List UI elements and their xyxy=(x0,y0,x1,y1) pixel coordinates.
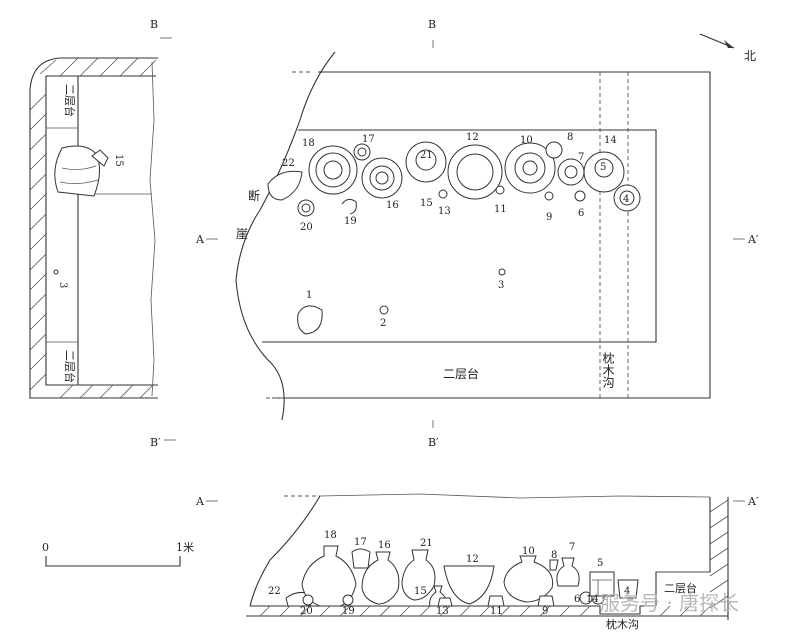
plan-label-6: 6 xyxy=(578,208,584,219)
a-label-22: 22 xyxy=(268,586,281,597)
plan-label-17: 17 xyxy=(362,134,375,145)
north-label: 北 xyxy=(744,49,756,63)
section-mark-a-prime-section: A′ xyxy=(747,495,759,508)
a-label-17: 17 xyxy=(354,537,367,548)
north-arrow-icon xyxy=(699,33,735,49)
ledge-label: 二层台 xyxy=(443,366,479,381)
a-label-11: 11 xyxy=(490,606,503,617)
b-section: B B′ 二层台 二层台 15 3 xyxy=(29,18,176,449)
b-item-15-label: 15 xyxy=(113,154,124,167)
a-label-13: 13 xyxy=(436,606,449,617)
plan-objects xyxy=(267,141,641,335)
plan-label-7: 7 xyxy=(578,152,584,163)
trench-label: 枕木沟 xyxy=(601,348,626,392)
cliff-label-2: 崖 xyxy=(236,227,248,241)
b-section-hatching xyxy=(29,57,157,399)
plan-label-9: 9 xyxy=(546,212,552,223)
plan-label-10: 10 xyxy=(520,135,533,146)
section-mark-b-center: B xyxy=(428,18,436,31)
plan-label-5: 5 xyxy=(600,162,606,173)
cliff-line xyxy=(235,51,336,421)
plan-label-21: 21 xyxy=(420,150,433,161)
plan-label-3: 3 xyxy=(498,280,504,291)
plan-label-19: 19 xyxy=(344,216,357,227)
plan-label-22: 22 xyxy=(282,158,295,169)
plan-view: B B′ A A′ 北 断 崖 二层台 枕木沟 xyxy=(195,18,759,449)
a-ledge-label: 二层台 xyxy=(664,581,697,595)
plan-label-14: 14 xyxy=(604,135,617,146)
b-ledge-top-label: 二层台 xyxy=(63,84,77,117)
section-mark-a-plan: A xyxy=(195,233,205,246)
a-trench-label: 枕木沟 xyxy=(606,617,639,631)
plan-label-20: 20 xyxy=(300,222,313,233)
plan-label-8: 8 xyxy=(567,132,573,143)
a-section: A A′ 二层台 枕木沟 xyxy=(195,493,759,631)
pit-outline xyxy=(272,71,711,399)
watermark: 服务号 · 唐探长 xyxy=(600,591,739,615)
a-section-pots xyxy=(285,545,639,607)
b-section-wall xyxy=(29,57,158,399)
plan-label-1: 1 xyxy=(306,290,312,301)
scale-end: 1米 xyxy=(176,541,194,554)
plan-label-4: 4 xyxy=(623,194,629,205)
a-label-6: 6 xyxy=(574,594,580,605)
a-label-4: 4 xyxy=(624,586,630,597)
a-label-10: 10 xyxy=(522,546,535,557)
section-mark-b-left: B xyxy=(150,18,158,31)
a-label-14: 14 xyxy=(586,594,599,605)
section-mark-a-prime-plan: A′ xyxy=(747,233,759,246)
plan-label-12: 12 xyxy=(466,132,479,143)
section-mark-a-section: A xyxy=(195,495,205,508)
b-item-3-label: 3 xyxy=(57,282,68,288)
a-label-12: 12 xyxy=(466,554,479,565)
scale-bar: 0 1米 xyxy=(42,541,194,567)
a-label-16: 16 xyxy=(378,540,391,551)
cliff-label-1: 断 xyxy=(248,188,260,203)
a-label-5: 5 xyxy=(597,558,603,569)
b-ledge-bottom-label: 二层台 xyxy=(63,350,77,383)
a-label-9: 9 xyxy=(542,606,548,617)
a-label-8: 8 xyxy=(551,550,557,561)
scale-start: 0 xyxy=(42,541,49,554)
plan-label-15: 15 xyxy=(420,198,433,209)
plan-label-11: 11 xyxy=(494,204,507,215)
chamber-outline xyxy=(262,129,657,343)
a-label-21: 21 xyxy=(420,538,433,549)
plan-label-18: 18 xyxy=(302,138,315,149)
section-mark-b-prime-left: B′ xyxy=(150,436,161,449)
a-floor-hatching xyxy=(259,605,711,617)
a-label-20: 20 xyxy=(300,606,313,617)
plan-label-2: 2 xyxy=(380,318,386,329)
plan-label-16: 16 xyxy=(386,200,399,211)
a-label-7: 7 xyxy=(569,542,575,553)
a-section-numbers: 18 17 16 21 12 10 8 7 5 22 20 19 15 13 1… xyxy=(268,530,630,617)
b-pot-15 xyxy=(54,145,109,197)
plan-label-13: 13 xyxy=(438,206,451,217)
a-label-15: 15 xyxy=(414,586,427,597)
a-label-19: 19 xyxy=(342,606,355,617)
a-label-18: 18 xyxy=(324,530,337,541)
plan-item-numbers: 18 17 12 10 8 14 22 21 7 5 4 16 15 13 11… xyxy=(282,132,629,329)
a-section-hatching xyxy=(709,499,729,609)
section-mark-b-prime-center: B′ xyxy=(428,436,439,449)
svg-text:枕木沟: 枕木沟 xyxy=(601,351,615,388)
